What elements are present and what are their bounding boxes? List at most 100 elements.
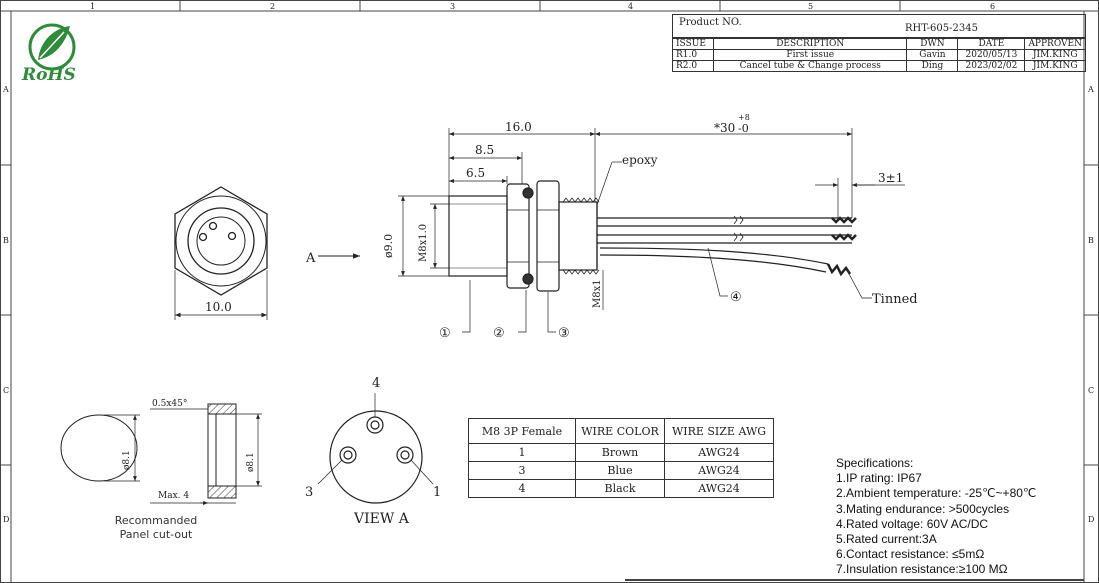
- revision-header-cell: DATE: [957, 38, 1026, 50]
- rohs-text: RoHS: [21, 65, 76, 85]
- dim-16: 16.0: [505, 120, 532, 134]
- wire-cell: 3: [468, 461, 576, 480]
- revision-header-cell: DWN: [906, 38, 959, 50]
- epoxy-label: epoxy: [622, 153, 658, 167]
- spec-item: 1.IP rating: IP67: [836, 471, 922, 486]
- spec-item: 7.Insulation resistance:≥100 MΩ: [836, 562, 1008, 577]
- grid-col-2: 2: [270, 2, 275, 11]
- wire-table-row: 1 Brown AWG24: [468, 443, 774, 462]
- callout-2: ②: [493, 326, 505, 341]
- wire-cell: Blue: [575, 461, 665, 480]
- wire-cell: 4: [468, 479, 576, 498]
- grid-row-d-right: D: [1088, 515, 1094, 524]
- product-number-row: Product NO. RHT-605-2345: [672, 14, 1086, 38]
- cutout-dia-b: ø8.1: [246, 452, 256, 472]
- callout-1: ①: [439, 326, 451, 341]
- callout-3: ③: [558, 326, 570, 341]
- hex-front-view: [174, 186, 268, 320]
- spec-title: Specifications:: [836, 456, 914, 470]
- grid-col-5: 5: [808, 2, 813, 11]
- view-a: [317, 393, 434, 504]
- revision-cell: JIM.KING: [1024, 60, 1086, 72]
- view-a-arrow-label: A: [305, 251, 316, 266]
- grid-row-c-right: C: [1088, 386, 1094, 395]
- wire-table-header-row: M8 3P Female WIRE COLOR WIRE SIZE AWG: [468, 418, 774, 444]
- revision-cell: First issue: [712, 49, 908, 61]
- chamfer-label: 0.5x45°: [152, 399, 187, 409]
- revision-header-cell: APPROVEN: [1024, 38, 1086, 50]
- tinned-label: Tinned: [872, 292, 918, 307]
- grid-col-4: 4: [628, 2, 633, 11]
- wire-cell: AWG24: [664, 443, 774, 462]
- wire-table-row: 3 Blue AWG24: [468, 461, 774, 480]
- revision-row: R1.0 First issue Gavin 2020/05/13 JIM.KI…: [672, 49, 1086, 61]
- revision-cell: Cancel tube & Change process: [712, 60, 908, 72]
- pin-label-1: 1: [433, 485, 441, 500]
- pin-label-4: 4: [372, 376, 380, 391]
- wire-cell: AWG24: [664, 479, 774, 498]
- wire-header-cell: WIRE COLOR: [575, 418, 665, 444]
- connector-side-view: [318, 161, 872, 333]
- revision-header-cell: DESCRIPTION: [712, 38, 908, 50]
- m8-thread-b: M8x1: [592, 279, 603, 308]
- wire-cell: Brown: [575, 443, 665, 462]
- panel-cutout-caption: Recommanded Panel cut-out: [100, 514, 212, 542]
- rohs-logo: RoHS: [21, 23, 76, 85]
- title-block: Product NO. RHT-605-2345 ISSUE DESCRIPTI…: [672, 14, 1086, 72]
- revision-cell: R1.0: [672, 49, 714, 61]
- dim-30-tol-lower: -0: [738, 122, 749, 135]
- panel-cutout: [60, 403, 262, 505]
- dim-8-5: 8.5: [475, 143, 494, 157]
- spec-item: 5.Rated current:3A: [836, 532, 937, 547]
- product-number: RHT-605-2345: [905, 23, 978, 34]
- revision-table: ISSUE DESCRIPTION DWN DATE APPROVEN R1.0…: [672, 38, 1086, 72]
- specifications: Specifications: 1.IP rating: IP67 2.Ambi…: [836, 456, 1036, 578]
- revision-cell: Ding: [906, 60, 959, 72]
- grid-row-d: D: [3, 515, 9, 524]
- grid-row-c: C: [3, 386, 9, 395]
- wire-table-row: 4 Black AWG24: [468, 479, 774, 498]
- revision-header-row: ISSUE DESCRIPTION DWN DATE APPROVEN: [672, 38, 1086, 50]
- grid-col-6: 6: [990, 2, 995, 11]
- grid-labels: 1 2 3 4 5 6 A B C D A B C D: [2, 2, 1094, 524]
- dim-6-5: 6.5: [466, 166, 485, 180]
- spec-item: 4.Rated voltage: 60V AC/DC: [836, 516, 989, 531]
- view-a-title: VIEW A: [353, 511, 410, 527]
- panel-cutout-line1: Recommanded: [114, 514, 198, 527]
- dim-30: *30: [714, 121, 735, 135]
- wire-table: M8 3P Female WIRE COLOR WIRE SIZE AWG 1 …: [468, 418, 774, 498]
- revision-row: R2.0 Cancel tube & Change process Ding 2…: [672, 60, 1086, 72]
- grid-col-3: 3: [450, 2, 455, 11]
- wire-cell: 1: [468, 443, 576, 462]
- revision-cell: 2023/02/02: [957, 60, 1026, 72]
- product-label: Product NO.: [679, 17, 742, 28]
- revision-cell: 2020/05/13: [957, 49, 1026, 61]
- grid-row-b-right: B: [1088, 236, 1094, 245]
- m8-thread-a: M8x1.0: [418, 224, 429, 262]
- spec-item: 3.Mating endurance: >500cycles: [836, 501, 1010, 516]
- cutout-dia-a: ø8.1: [122, 450, 132, 470]
- dim-10: 10.0: [205, 300, 232, 314]
- revision-header-cell: ISSUE: [672, 38, 714, 50]
- grid-row-a-right: A: [1087, 85, 1094, 94]
- spec-item: 6.Contact resistance: ≤5mΩ: [836, 547, 985, 562]
- wire-header-cell: WIRE SIZE AWG: [664, 418, 774, 444]
- wire-cell: Black: [575, 479, 665, 498]
- revision-cell: R2.0: [672, 60, 714, 72]
- panel-cutout-line2: Panel cut-out: [119, 528, 193, 541]
- grid-col-1: 1: [90, 2, 95, 11]
- wire-header-cell: M8 3P Female: [468, 418, 576, 444]
- revision-cell: Gavin: [906, 49, 959, 61]
- revision-cell: JIM.KING: [1024, 49, 1086, 61]
- callout-4: ④: [730, 290, 742, 305]
- dim-30-tol-upper: +8: [738, 113, 750, 122]
- grid-row-b: B: [3, 236, 9, 245]
- pin-label-3: 3: [305, 485, 313, 500]
- side-view-dimensions: [398, 128, 905, 310]
- spec-item: 2.Ambient temperature: -25℃~+80℃: [836, 486, 1037, 501]
- dim-3: 3±1: [878, 171, 903, 185]
- max-4-label: Max. 4: [158, 491, 189, 501]
- dia-9: ø9.0: [382, 234, 395, 258]
